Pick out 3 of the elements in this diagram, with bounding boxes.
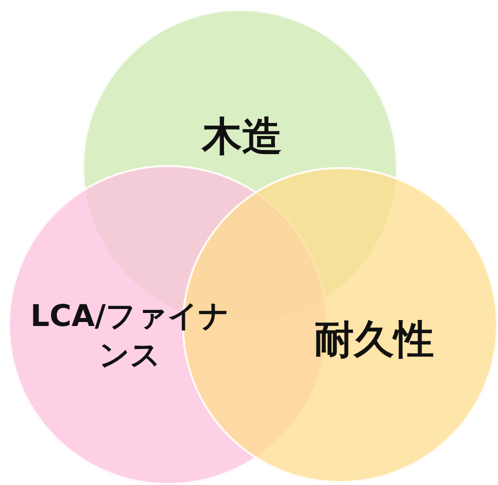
circle-label: 木造	[200, 113, 283, 162]
circle-label: 耐久性	[313, 316, 435, 365]
circle-label: LCA/ファイナンス	[30, 298, 230, 375]
